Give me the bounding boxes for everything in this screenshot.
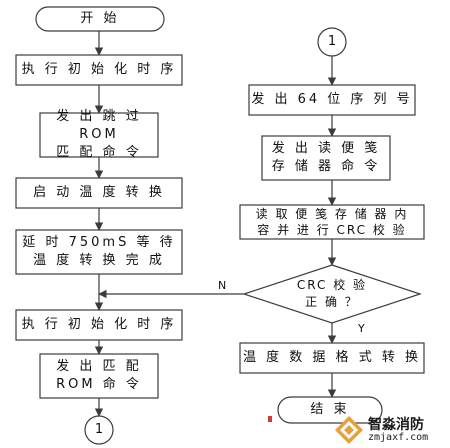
read-scratchpad-box: [239, 204, 425, 240]
diamond-logo-icon: [335, 416, 363, 444]
connector-end-circle: [84, 415, 114, 445]
start-conversion-box: [15, 177, 183, 209]
skip-rom-box: [39, 112, 159, 158]
start-terminal: [35, 6, 165, 32]
send-serial-box: [248, 84, 416, 116]
branch-yes-label: Y: [358, 322, 365, 335]
match-rom-box: [39, 353, 159, 399]
delay-box: [15, 229, 183, 275]
watermark-url: zmjaxf.com: [368, 432, 429, 443]
init-sequence-box-2: [15, 309, 183, 341]
init-sequence-box-1: [15, 54, 183, 86]
connector-start-circle: [317, 27, 347, 57]
crc-decision-diamond: [242, 264, 422, 324]
read-cmd-box: [261, 135, 391, 181]
convert-format-box: [239, 342, 425, 374]
branch-no-label: N: [218, 279, 227, 292]
red-mark-decoration: [268, 416, 272, 422]
watermark-brand: 智淼消防: [368, 417, 424, 433]
end-terminal: [277, 396, 383, 424]
